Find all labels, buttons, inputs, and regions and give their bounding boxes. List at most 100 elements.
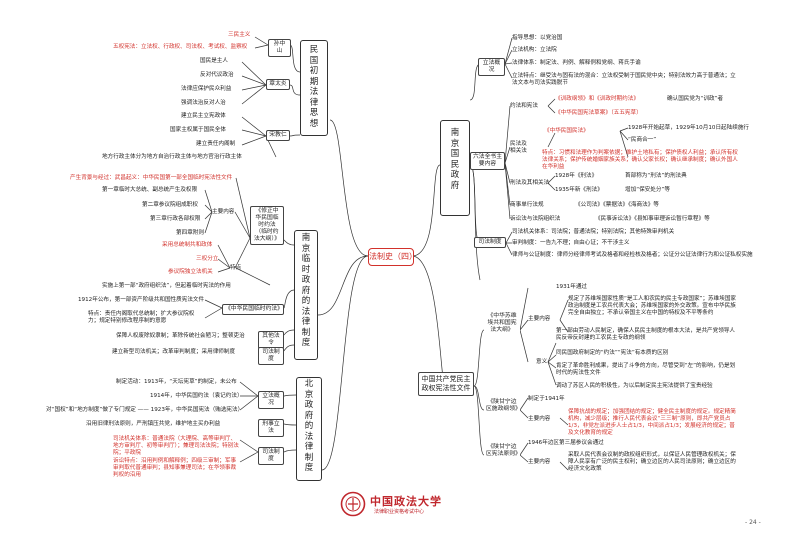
node-sun: 孙中山	[268, 39, 291, 57]
node-song: 宋教仁	[266, 130, 290, 141]
criminal-beijing-item: 沿用旧律刑法原则，严刑镇压共党，维护地主买办利益	[86, 421, 221, 427]
node-xingfa: 刑法及其相关法	[510, 180, 550, 186]
overview-item: 立法特点：继受法与固有法的混合：立法权受制于国民党中央；特别法效力高于普通法；立…	[512, 73, 736, 86]
song-item: 建立责任内阁制	[196, 141, 236, 147]
page-number: - 24 -	[745, 519, 761, 526]
node-minfa: 民法及相关法	[510, 141, 527, 154]
node-six-codes: 六法全书主要内容	[470, 152, 505, 170]
logo-text: 中国政法大学	[370, 495, 442, 508]
doc1-item: 第一部由劳动人民制定，确保人民民主制度的根本大法，是共产党领导人民反帝反封建的工…	[556, 328, 736, 341]
branch-nanjing-provisional-title: 南京临时政府的法律制度	[301, 233, 311, 348]
other-laws-item: 保障人权废除奴隶制；革除传统社会陋习；整顿吏治	[116, 333, 245, 339]
doc2-item: 主要内容	[528, 416, 551, 422]
doc1-item: 肯定了革命胜利成果，提出了斗争的方向，尽管受到“左”的影响，仍是划时代的宪法性文…	[556, 363, 736, 376]
xianfa-item: 《训政纲领》和《训政时期约法》	[555, 96, 639, 102]
doc1-item: 调动了苏区人民的积极性，为以后制定民主宪法提供了宝贵经验	[556, 383, 713, 389]
minfa-label: 《中华民国民法》	[544, 128, 589, 134]
branch-ccp-constitution: 中国共产党民主政权宪法性文件	[418, 372, 474, 396]
minfa-item: 特点：习惯和法理作为判案依据；维护土地私有；保护债权人利益；承认所有权法律关系；…	[542, 150, 738, 170]
content-item: 第一章临时大总统、副总统产生及权限	[102, 187, 198, 193]
node-sifa-nationalist: 司法制度	[474, 237, 506, 248]
doc1-item: 1931年通过	[556, 284, 588, 290]
node-doc2: 《陕甘宁边区施政纲领》	[484, 398, 521, 414]
logo-subtext: 法律职业资格考试中心	[374, 509, 425, 515]
content-item: 第二章参议院组成职权	[142, 202, 198, 208]
song-item: 建立民主立宪政体	[181, 113, 226, 119]
susong-item: 《民事诉讼法》《县知事审理诉讼暂行章程》等	[595, 216, 710, 222]
song-item: 国家主权属于国民全体	[170, 127, 226, 133]
node-main-content: 主要内容	[212, 209, 235, 215]
content-item: 第三章行政各部权限	[150, 216, 201, 222]
judicial-nanjing-item: 建立新型司法机关；改革审判制度；采用律师制度	[112, 349, 236, 355]
node-criminal-beijing: 刑事立法	[258, 419, 284, 437]
minfa-item: 1928年开始起草，1929年10月10日起陆续施行	[628, 125, 750, 131]
yuefa-impl: 实施上第一部“政府组织法”，但起着临时宪法的作用	[102, 283, 231, 289]
xingfa-item: 1935年新《刑法》	[555, 187, 603, 193]
zhang-item: 法律应保护民众利益	[181, 86, 232, 92]
content-item: 第四章附则	[176, 230, 204, 236]
sun-item: 五权宪法：立法权、行政权、司法权、考试权、监察权	[113, 44, 248, 50]
xingfa-item: 首部称为“刑法”的刑法典	[625, 173, 687, 179]
node-judicial-nanjing: 司法制度	[258, 347, 284, 365]
branch-beijing-gov	[296, 377, 322, 481]
zhang-item: 反对代议政治	[200, 72, 234, 78]
node-shangfa: 商事单行法规	[510, 202, 544, 208]
feature-item: 采用总统制共和政体	[162, 242, 213, 248]
yuefa-background: 产生背景与经过：武昌起义：中华民国第一部全国临时宪法性文件	[70, 175, 233, 181]
overview-item: 指导思想：以党治国	[512, 35, 563, 41]
lifa-beijing-item: 制定活动：1913年，“天坛宪草”的制定，未公布	[116, 379, 237, 385]
judicial-beijing-item: 司法机关体系：普通法院（大理院、高等审判厅、地方审判厅、初等审判厅）；兼理司法法…	[113, 436, 239, 456]
overview-item: 法律体系：制定法、判例、解释例和党纲、蒋氏手谕	[512, 60, 641, 66]
branch-nanjing-nationalist	[440, 120, 470, 216]
node-susong: 诉讼法与法院组织法	[510, 216, 561, 222]
branch-nanjing-provisional	[294, 230, 318, 360]
node-xianfa: 约法和宪法	[510, 103, 538, 109]
doc1-item: 主要内容	[528, 316, 551, 322]
node-overview: 立法概况	[478, 58, 505, 76]
minfa-item: “民商合一”	[628, 137, 657, 143]
doc3-item: 主要内容	[528, 459, 551, 465]
sifa-nationalist-item: 律师与公证制度：律师分经律师考试及格者和经检核及格者；公证分公证法律行为和公证私…	[512, 252, 753, 258]
node-lifa-beijing: 立法概况	[258, 391, 284, 409]
node-other-laws: 其他法令	[258, 331, 284, 349]
feature-item: 参议院独立法机关	[168, 269, 213, 275]
shangfa-item: 《公司法》《票据法》《海商法》等	[575, 202, 659, 208]
doc2-item: 制定于1941年	[528, 396, 565, 402]
seal-icon	[340, 491, 366, 517]
node-feature: 特点	[230, 265, 242, 271]
doc3-item: 采取人民代表会议制的政权组织形式，以保证人民管理政权机关；保障人民享有广泛的民主…	[568, 452, 736, 472]
node-linshi-yuefa: 《中华民国临时约法》	[222, 304, 284, 315]
xingfa-item: 增加“保安处分”等	[625, 187, 670, 193]
branch-minguo-thought	[300, 40, 328, 136]
zhang-item: 国民是主人	[200, 58, 228, 64]
xianfa-item: 《中华民国宪法草案》（五五宪草）	[555, 110, 642, 116]
node-zhang: 章太炎	[266, 79, 290, 90]
doc1-item: 意义	[536, 359, 548, 365]
feature-item: 三权分立	[196, 256, 219, 262]
xingfa-item: 1928年《刑法》	[555, 173, 598, 179]
lifa-beijing-item: 1914年，中华民国约法（袁记约法）	[150, 393, 243, 399]
doc3-item: 1946年边区第三届参议会通过	[528, 440, 604, 446]
doc1-item: 规定了苏维埃国家性质“是工人和农民的民主专政国家”；苏维埃国家政治制度是工农兵代…	[568, 296, 737, 316]
sifa-nationalist-item: 审判制度：一告九不理；自由心证；不干涉主义	[512, 240, 630, 246]
doc1-item: 同民国政府制定的“约法”“宪法”有本质的区别	[556, 350, 669, 356]
node-judicial-beijing: 司法制度	[258, 447, 284, 465]
sun-item: 三民主义	[228, 32, 251, 38]
center-node: 法制史（四）	[368, 248, 417, 266]
linshi-yuefa-item: 特点：责任内阁取代总统制；扩大参议院权力；规定特别修改程序制的意愿	[88, 311, 195, 324]
overview-item: 立法机构：立法院	[512, 47, 557, 53]
branch-minguo-thought-title: 民国初期法律思想	[309, 45, 319, 129]
branch-beijing-gov-title: 北京政府的法律制度	[304, 379, 314, 473]
xianfa-item: 确认国民党为“训政”者	[667, 96, 724, 102]
node-doc3: 《陕甘宁边区宪法原则》	[484, 443, 521, 459]
sifa-nationalist-item: 司法机关体系：司法院；普通法院；特别法院；其他特殊审判机关	[512, 229, 675, 235]
node-doc1: 《中华苏维埃共和国宪法大纲》	[484, 312, 520, 335]
node-yuefa-dagang: 《修正中华民国临时约法（临时约法大纲）》	[250, 206, 284, 245]
zhang-item: 强调法治反对人治	[181, 100, 226, 106]
branch-nanjing-nationalist-title: 南京国民政府	[450, 128, 460, 191]
judicial-beijing-item: 诉讼特点：沿用判例和解释例；四级三审制；军事审判取代普通审判；县知事兼理司法；在…	[113, 458, 237, 478]
lifa-beijing-item: 对“国权”和“地方制度”做了专门规定 —— 1923年，中华民国宪法（贿选宪法）	[46, 407, 244, 413]
song-item: 地方行政主体分为地方自治行政主体与地方官治行政主体	[102, 154, 242, 160]
linshi-yuefa-item: 1912年公布，第一部资产阶级共和国性质宪法文件	[78, 297, 205, 303]
university-logo: 中国政法大学 法律职业资格考试中心	[340, 491, 490, 517]
